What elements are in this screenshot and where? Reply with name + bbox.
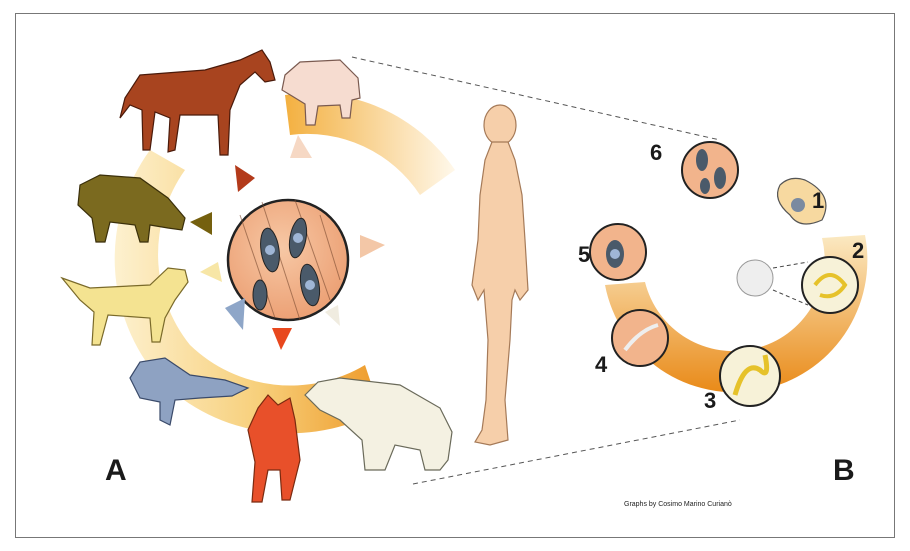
arrow-from-bear xyxy=(325,305,340,326)
arrow-from-pig xyxy=(290,135,312,158)
graphics-credit: Graphs by Cosimo Marino Curianò xyxy=(624,501,732,508)
stage-2-adult-worms xyxy=(737,257,858,313)
stage-label-4: 4 xyxy=(595,352,608,377)
arrow-from-fox xyxy=(272,328,292,350)
panel-label-b: B xyxy=(833,454,855,487)
human-illustration xyxy=(472,105,528,445)
stage-label-2: 2 xyxy=(852,238,864,263)
arrow-from-horse xyxy=(235,165,255,192)
projection-line-bottom xyxy=(413,420,740,484)
stage-label-5: 5 xyxy=(578,242,590,267)
muscle-cyst-center xyxy=(228,200,348,320)
arrow-from-walrus xyxy=(225,298,245,330)
stage-6-cyst xyxy=(682,142,738,198)
stage-label-6: 6 xyxy=(650,140,662,165)
panel-label-a: A xyxy=(105,454,127,487)
stage-5-encysted-larva xyxy=(590,224,646,280)
arrow-from-boar xyxy=(190,212,212,235)
stage-4-migrating-larva xyxy=(612,310,668,366)
arrow-from-dog xyxy=(200,262,222,282)
horse-illustration xyxy=(120,50,275,155)
stage-label-3: 3 xyxy=(704,388,716,413)
stage-3-intestine xyxy=(720,346,780,406)
stage-label-1: 1 xyxy=(812,188,824,213)
arrow-to-human xyxy=(360,235,385,258)
